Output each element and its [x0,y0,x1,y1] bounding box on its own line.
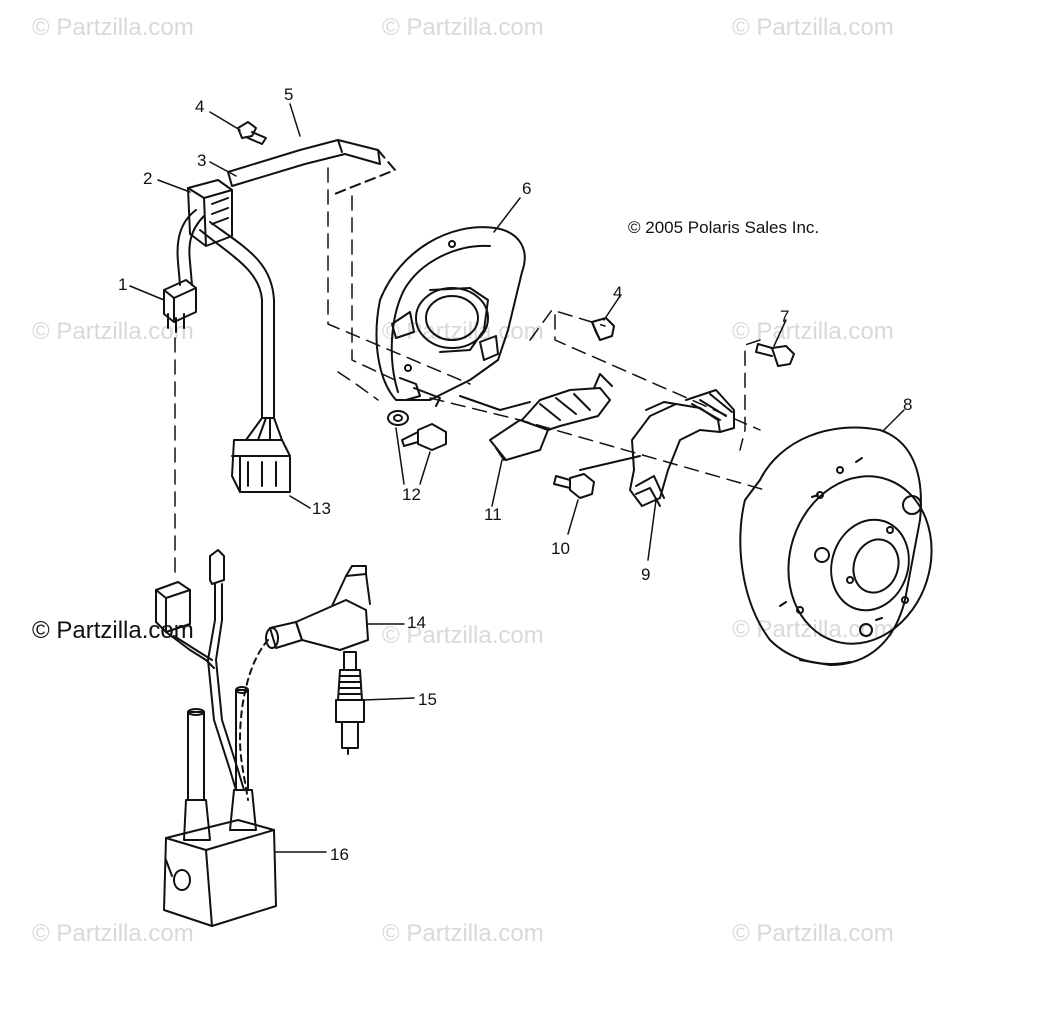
watermark: © Partzilla.com [32,14,194,41]
callout-13: 13 [312,499,331,518]
bolt-part-4-top [237,121,267,145]
stator-plate-part-6 [375,226,526,407]
connector-lower [155,581,215,669]
pickup-part-11 [459,373,613,461]
callout-11: 11 [484,505,502,524]
watermark: © Partzilla.com [382,14,544,41]
callout-12: 12 [402,485,421,504]
ignition-coil-part-16 [163,686,277,927]
screw-part-10 [553,473,595,499]
callout-8: 8 [903,395,912,414]
callout-14: 14 [407,613,426,632]
callout-1: 1 [118,275,127,294]
bolt-part-7 [755,343,795,367]
screw-washer-part-12 [387,410,447,451]
callout-9: 9 [641,565,650,584]
callout-6: 6 [522,179,531,198]
connector-part-1 [163,279,197,333]
wire-harness [176,139,396,441]
watermark: © Partzilla.com [382,920,544,947]
connector-part-13 [231,439,291,493]
spark-cap-part-14 [265,565,371,651]
callout-5: 5 [284,85,293,104]
flywheel-part-8 [739,426,933,666]
callout-3: 3 [197,151,206,170]
callout-2: 2 [143,169,152,188]
callout-7: 7 [780,307,789,326]
bolt-part-4-mid [591,317,615,341]
exciter-part-9 [579,389,735,507]
callout-16: 16 [330,845,349,864]
callout-labels: 1 2 3 4 5 6 4 7 8 9 10 11 12 13 14 15 16 [118,85,912,864]
watermark: © Partzilla.com [732,14,894,41]
callout-10: 10 [551,539,570,558]
watermark: © Partzilla.com [382,622,544,649]
copyright-notice: © 2005 Polaris Sales Inc. [628,218,820,237]
alignment-lines [174,167,766,581]
leader-lines [129,103,905,853]
callout-4-top: 4 [195,97,204,116]
watermark: © Partzilla.com [732,920,894,947]
watermark: © Partzilla.com [32,920,194,947]
regulator-part-2 [187,179,233,247]
callout-4-mid: 4 [613,283,622,302]
spark-plug-part-15 [335,651,365,755]
callout-15: 15 [418,690,437,709]
watermark: © Partzilla.com [32,318,194,345]
ignition-wires [207,549,269,801]
watermark: © Partzilla.com [382,318,544,345]
